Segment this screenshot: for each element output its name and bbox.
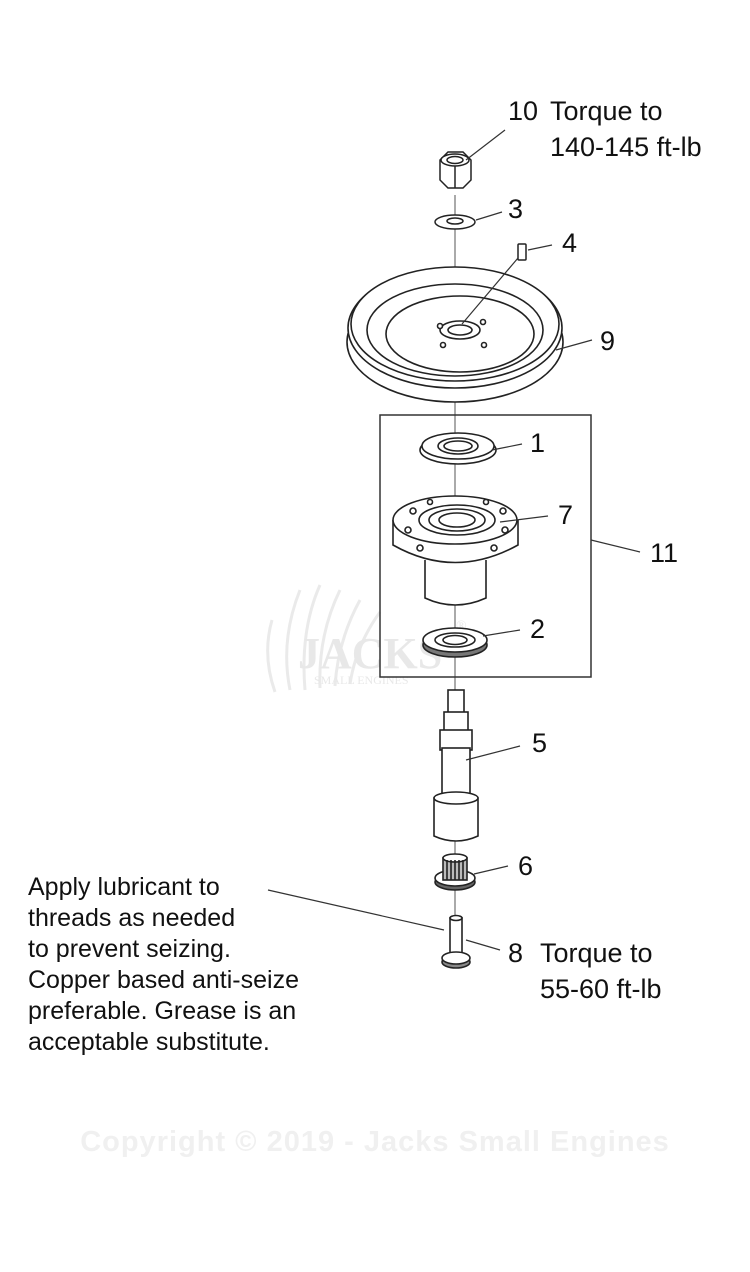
callout-6-number: 6 [518, 851, 533, 881]
callout-11-number: 11 [650, 538, 678, 568]
callout-10-line1: Torque to [550, 96, 663, 126]
part-9-pulley [346, 266, 564, 403]
logo-text: JACKS [298, 629, 442, 678]
callout-10-number: 10 [508, 96, 538, 126]
leader-lines [267, 129, 641, 951]
part-10-hex-nut [439, 151, 472, 189]
part-8-bolt [441, 914, 471, 969]
callout-8-number: 8 [508, 938, 523, 968]
callout-5-number: 5 [532, 728, 547, 758]
part-2-bearing [422, 627, 488, 658]
logo-subtext: SMALL ENGINES [314, 673, 409, 687]
part-1-bearing [419, 432, 497, 465]
part-6-splined-hub [434, 853, 476, 891]
copyright-watermark: Copyright © 2019 - Jacks Small Engines [80, 1126, 670, 1158]
note-line: preferable. Grease is an [28, 997, 297, 1025]
callout-1-number: 1 [530, 428, 545, 458]
note-line: Copper based anti-seize [28, 966, 299, 994]
callout-7-number: 7 [558, 500, 573, 530]
part-5-spindle-shaft [433, 689, 479, 842]
note-line: to prevent seizing. [28, 935, 231, 963]
registered-mark: ® [456, 619, 467, 634]
callout-10-line2: 140-145 ft-lb [550, 132, 702, 162]
callout-4-number: 4 [562, 228, 577, 258]
callout-3-number: 3 [508, 194, 523, 224]
note-line: Apply lubricant to [28, 873, 220, 901]
callout-9-number: 9 [600, 326, 615, 356]
lubricant-note: Apply lubricant to threads as needed to … [28, 872, 358, 1058]
part-4-key [517, 243, 527, 261]
part-3-washer [434, 214, 476, 230]
part-11-spindle-housing-assembly-box [379, 414, 592, 678]
note-line: acceptable substitute. [28, 1028, 270, 1056]
part-7-spindle-housing [392, 495, 519, 606]
callout-2-number: 2 [530, 614, 545, 644]
note-line: threads as needed [28, 904, 236, 932]
callout-8-line1: Torque to [540, 938, 653, 968]
callout-8-line2: 55-60 ft-lb [540, 974, 662, 1004]
